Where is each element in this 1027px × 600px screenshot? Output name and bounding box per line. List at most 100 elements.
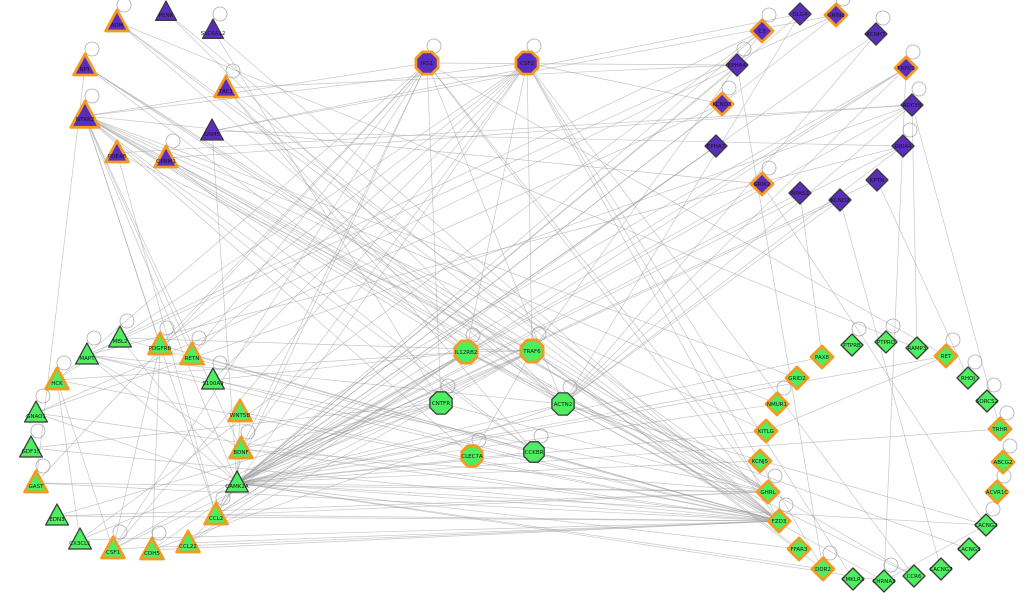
edge-CAMK2A-GRM5 <box>211 130 238 484</box>
node-TRHR[interactable] <box>987 416 1013 442</box>
node-CACNG3[interactable] <box>957 537 981 561</box>
node-CCL2[interactable] <box>203 501 229 526</box>
node-CX3CL1[interactable] <box>67 527 93 550</box>
node-CAMK2A[interactable] <box>224 470 250 493</box>
node-GHRL[interactable] <box>755 479 781 505</box>
node-MBL2[interactable] <box>107 325 133 348</box>
node-IRS1[interactable] <box>414 50 440 76</box>
node-BDNF[interactable] <box>228 435 254 460</box>
node-GRIN1[interactable] <box>823 2 849 28</box>
edge-FZD3-PENK <box>165 11 780 522</box>
node-CACNG2[interactable] <box>974 513 998 537</box>
node-NTRK2[interactable] <box>69 99 101 129</box>
edge-NPY-TRAF6 <box>84 65 533 352</box>
node-RET[interactable] <box>933 343 959 369</box>
node-RHOJ[interactable] <box>956 366 980 390</box>
node-FFAR3[interactable] <box>786 536 812 562</box>
node-ABCG2[interactable] <box>990 449 1016 475</box>
node-CHRNA3[interactable] <box>872 569 896 593</box>
node-ACTN2[interactable] <box>551 392 575 416</box>
node-PDGFRB[interactable] <box>147 331 173 356</box>
node-GRID2[interactable] <box>784 365 810 391</box>
edge-CSF2-CSF1 <box>112 62 528 550</box>
node-CMKLR1[interactable] <box>841 567 865 591</box>
self-loop-GNAO1 <box>35 388 51 404</box>
edge-CNTFR-EDN3 <box>56 402 442 517</box>
node-GAST[interactable] <box>23 469 49 494</box>
node-ADCY8[interactable] <box>900 93 924 117</box>
edge-GHRL-MAPT <box>86 354 769 493</box>
node-TRAF6[interactable] <box>519 338 545 364</box>
node-TRPV1[interactable] <box>893 55 919 81</box>
node-DLG4[interactable] <box>788 2 812 26</box>
edge-CAMK2A-CNTFR <box>236 402 442 484</box>
node-WNT5B[interactable] <box>227 398 253 423</box>
node-RAMP3[interactable] <box>905 336 929 360</box>
node-PAX8[interactable] <box>809 344 835 370</box>
node-NMUR1[interactable] <box>764 391 790 417</box>
self-loop-KCNH7 <box>875 10 891 26</box>
node-DDR2[interactable] <box>810 556 836 582</box>
node-PTPRO[interactable] <box>874 330 898 354</box>
node-PTPRB[interactable] <box>840 333 864 357</box>
node-FZD3[interactable] <box>766 508 792 534</box>
node-KCND2[interactable] <box>828 188 852 212</box>
node-SLC6A12[interactable] <box>201 18 225 39</box>
node-GDF15[interactable] <box>18 435 44 458</box>
node-CSF1[interactable] <box>100 535 126 560</box>
node-EDN3[interactable] <box>44 503 70 526</box>
node-CCR6[interactable] <box>902 564 926 588</box>
edge-IRS1-EPHA4 <box>426 62 738 66</box>
node-GRIK2[interactable] <box>749 171 775 197</box>
edge-SLC6A12-CNTFR <box>212 29 442 404</box>
node-CNTFR[interactable] <box>429 391 453 415</box>
edge-CDH5-PDGFRB <box>151 344 161 551</box>
edge-FZD3-HCK <box>56 379 780 522</box>
edge-BDNF-MAPT <box>86 354 242 450</box>
edge-NPY-GAST <box>35 65 86 484</box>
node-KCNH7[interactable] <box>864 22 888 46</box>
edge-CAMK2A-DDR2 <box>236 482 824 570</box>
node-ADM[interactable] <box>104 8 130 33</box>
node-CACNG7[interactable] <box>929 557 953 581</box>
edge-NTRK2-KITLG <box>84 115 767 432</box>
node-PDE4B[interactable] <box>104 139 130 164</box>
node-GRM5[interactable] <box>199 118 225 141</box>
edge-IL12RB2-CCR6 <box>465 351 915 577</box>
self-loop-layer <box>30 0 1018 573</box>
edge-CNTFR-BDNF <box>240 402 442 450</box>
edge-DLG4-GRM5 <box>211 13 801 132</box>
self-loop-TRPV1 <box>905 44 921 60</box>
node-HCK[interactable] <box>44 366 70 391</box>
node-EPHA7[interactable] <box>704 134 728 158</box>
self-loop-KCNQ3 <box>721 80 737 96</box>
edge-NPAS3-PAX8 <box>799 192 823 358</box>
node-CSF2[interactable] <box>514 50 540 76</box>
node-CDH5[interactable] <box>139 536 165 561</box>
node-OPRM1[interactable] <box>153 144 179 169</box>
node-RETN[interactable] <box>179 341 205 366</box>
node-KITLG[interactable] <box>753 418 779 444</box>
node-NPY[interactable] <box>72 52 98 77</box>
node-SORCS2[interactable] <box>975 389 999 413</box>
edge-NTRK2-FZD3 <box>84 115 780 522</box>
node-C3[interactable] <box>749 18 775 44</box>
node-S100A9[interactable] <box>200 367 226 390</box>
node-ACVR1C[interactable] <box>984 479 1010 505</box>
node-CCL22[interactable] <box>175 529 201 554</box>
node-KCNJ5[interactable] <box>747 448 773 474</box>
node-PENK[interactable] <box>154 0 178 21</box>
node-KPTN[interactable] <box>865 168 889 192</box>
node-GRIA4[interactable] <box>891 134 915 158</box>
node-TAC1[interactable] <box>213 74 239 99</box>
edge-PDE4B-ADCY8 <box>116 104 913 154</box>
node-KCNQ3[interactable] <box>709 91 735 117</box>
node-EPHA4[interactable] <box>725 53 749 77</box>
node-NPAS3[interactable] <box>788 181 812 205</box>
node-MAPT[interactable] <box>74 342 100 365</box>
node-CCKBR[interactable] <box>523 441 545 463</box>
node-IL12RB2[interactable] <box>453 339 479 365</box>
node-GNAO1[interactable] <box>23 400 49 423</box>
node-CLEC7A[interactable] <box>460 444 484 468</box>
